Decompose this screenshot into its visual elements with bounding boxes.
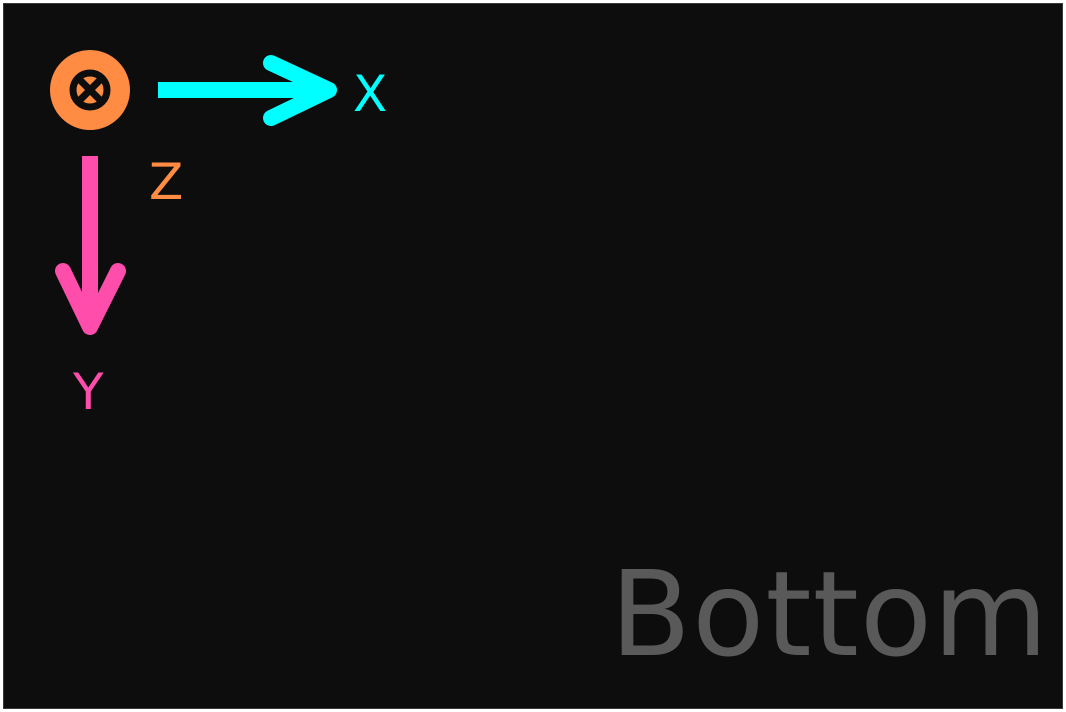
y-axis-label: Y bbox=[73, 363, 104, 421]
axes-graphic bbox=[50, 50, 337, 335]
view-name-label: Bottom bbox=[610, 545, 1049, 683]
into-page-icon bbox=[50, 50, 130, 130]
x-axis-label: X bbox=[353, 65, 388, 123]
arrow-right-icon bbox=[158, 55, 337, 126]
arrow-down-icon bbox=[55, 156, 126, 335]
z-axis-label: Z bbox=[149, 153, 184, 211]
